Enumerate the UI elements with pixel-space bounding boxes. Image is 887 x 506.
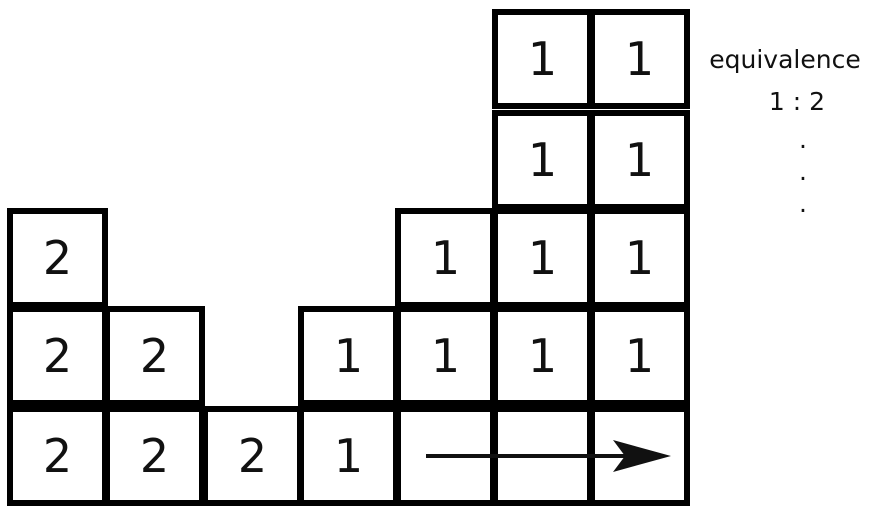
grid-cell: 1 [398, 211, 493, 305]
grid-cell: 2 [205, 409, 300, 503]
grid-cell: 1 [301, 309, 396, 403]
cell-value: 1 [431, 231, 460, 285]
arrow [426, 440, 671, 472]
cell-value: 1 [528, 133, 557, 187]
grid-cell: 2 [107, 409, 202, 503]
grid: 2 2 2 2 2 2 1 1 1 1 1 1 1 1 1 1 1 1 [10, 12, 687, 503]
grid-cell: 2 [10, 309, 105, 403]
grid-cell: 2 [10, 211, 105, 305]
ratio-label: 1 : 2 [769, 87, 825, 116]
cell-value: 2 [238, 429, 267, 483]
cell-value: 1 [334, 429, 363, 483]
cell-value: 2 [43, 329, 72, 383]
annotation: equivalence 1 : 2 . . . [709, 45, 860, 218]
grid-cell: 1 [301, 409, 396, 503]
cell-value: 1 [625, 32, 654, 86]
cell-value: 1 [334, 329, 363, 383]
cell-value: 2 [140, 329, 169, 383]
cell-value: 2 [43, 429, 72, 483]
cell-value: 1 [625, 329, 654, 383]
grid-cell: 1 [495, 211, 590, 305]
cell-value: 1 [625, 133, 654, 187]
grid-cell: 1 [592, 309, 687, 403]
grid-cell: 1 [592, 12, 687, 106]
ellipsis-dot-3: . [799, 189, 807, 218]
ellipsis-dot-2: . [799, 157, 807, 186]
cell-value: 1 [528, 32, 557, 86]
grid-cell: 1 [495, 309, 590, 403]
grid-cell: 1 [398, 309, 493, 403]
grid-cell: 1 [495, 113, 590, 207]
grid-cell: 1 [592, 113, 687, 207]
cell-value: 2 [43, 231, 72, 285]
cell-value: 1 [431, 329, 460, 383]
grid-cell: 1 [495, 12, 590, 106]
cell-value: 1 [528, 329, 557, 383]
equivalence-label: equivalence [709, 45, 860, 74]
cell-value: 1 [528, 231, 557, 285]
grid-cell: 2 [10, 409, 105, 503]
ellipsis-dot-1: . [799, 125, 807, 154]
grid-cell: 2 [107, 309, 202, 403]
cell-value: 1 [625, 231, 654, 285]
cell-value: 2 [140, 429, 169, 483]
grid-cell: 1 [592, 211, 687, 305]
